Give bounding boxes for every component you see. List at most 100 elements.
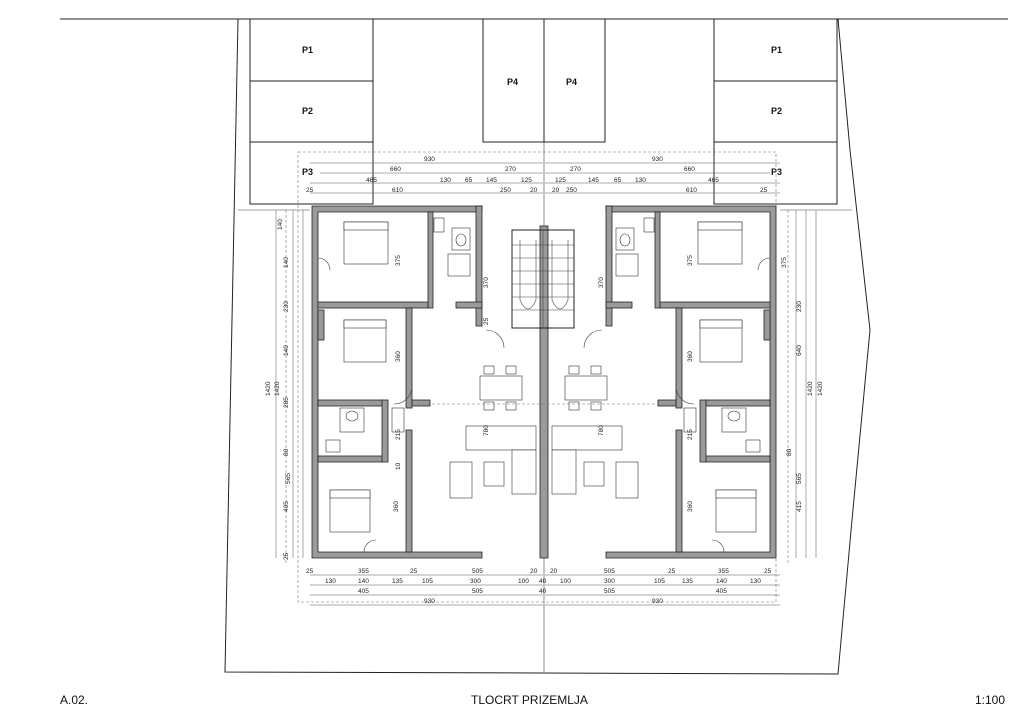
dim-left-1420: 1420 xyxy=(265,381,272,396)
dim-bot-100-right: 100 xyxy=(560,578,571,585)
dim-left-10: 10 xyxy=(395,462,402,470)
dim-top-250-right: 250 xyxy=(566,187,577,194)
dim-bot-25-right: 25 xyxy=(764,568,772,575)
dim-top-20-left: 20 xyxy=(530,187,538,194)
dim-top-270-right: 270 xyxy=(570,166,581,173)
dim-top-465-left: 465 xyxy=(366,177,377,184)
dim-left-140-top: 140 xyxy=(277,219,284,230)
dim-left-565: 565 xyxy=(285,473,292,484)
dim-bot-355-left: 355 xyxy=(358,568,369,575)
dim-center-370-right: 370 xyxy=(598,277,605,288)
dim-center-370: 370 xyxy=(483,277,490,288)
dim-left-360: 360 xyxy=(395,351,402,362)
dim-bot-505-left: 505 xyxy=(472,568,483,575)
dim-left-375: 375 xyxy=(395,255,402,266)
dim-right-360: 360 xyxy=(687,351,694,362)
dim-bot-135-right: 135 xyxy=(682,578,693,585)
dim-right-375: 375 xyxy=(687,255,694,266)
dim-left-230: 230 xyxy=(283,301,290,312)
dim-bot-135-left: 135 xyxy=(392,578,403,585)
site-boundary xyxy=(224,18,871,675)
parking-p3-right: P3 xyxy=(771,167,782,177)
dim-right-360b: 360 xyxy=(687,501,694,512)
dim-bot-930-right: 930 xyxy=(652,598,663,605)
dim-bot-20-left: 20 xyxy=(530,568,538,575)
dim-right-215: 215 xyxy=(687,429,694,440)
sheet-number: A.02. xyxy=(60,693,89,707)
dim-top-930-right: 930 xyxy=(652,156,663,163)
parking-center xyxy=(482,18,606,143)
dim-top-65-right: 65 xyxy=(614,177,622,184)
door-swings xyxy=(317,257,771,553)
dim-bot-40-b: 40 xyxy=(539,588,547,595)
dim-bot-25-right-b: 25 xyxy=(668,568,676,575)
dim-left-285: 285 xyxy=(283,397,290,408)
living-furniture xyxy=(391,365,697,499)
dim-top-660-left: 660 xyxy=(390,166,401,173)
parking-p1-right: P1 xyxy=(771,45,782,55)
dim-bot-505-right: 505 xyxy=(604,568,615,575)
dim-bot-505-left-b: 505 xyxy=(472,588,483,595)
bottom-dimension-chains xyxy=(310,574,780,606)
dim-left-140-low: 140 xyxy=(283,345,290,356)
parking-p2-right: P2 xyxy=(771,106,782,116)
dim-bot-300-left: 300 xyxy=(470,578,481,585)
dim-bot-25-left: 25 xyxy=(306,568,314,575)
dim-top-65-left: 65 xyxy=(465,177,473,184)
dim-top-250-left: 250 xyxy=(500,187,511,194)
dim-bot-130-right: 130 xyxy=(750,578,761,585)
dim-top-20-right: 20 xyxy=(552,187,560,194)
parking-p4-left: P4 xyxy=(507,77,518,87)
dim-right-565: 565 xyxy=(796,473,803,484)
dim-center-780-left: 780 xyxy=(483,425,490,436)
dim-top-145-right: 145 xyxy=(588,177,599,184)
staircase xyxy=(511,229,575,329)
drawing-scale: 1:100 xyxy=(975,693,1006,707)
dim-left-25: 25 xyxy=(283,552,290,560)
parking-p2-left: P2 xyxy=(302,106,313,116)
dim-top-130-right: 130 xyxy=(635,177,646,184)
dim-top-145-left: 145 xyxy=(486,177,497,184)
dim-right-640: 640 xyxy=(796,345,803,356)
dim-bot-405-left: 405 xyxy=(358,588,369,595)
dim-top-125-right: 125 xyxy=(555,177,566,184)
parking-p3-left: P3 xyxy=(302,167,313,177)
dim-bot-300-right: 300 xyxy=(604,578,615,585)
dim-top-610-right: 610 xyxy=(686,187,697,194)
drawing-title: TLOCRT PRIZEMLJA xyxy=(471,693,588,707)
dim-bot-105-left: 105 xyxy=(422,578,433,585)
dim-bot-140-right: 140 xyxy=(716,578,727,585)
dim-bot-130-left: 130 xyxy=(325,578,336,585)
dim-right-1420: 1420 xyxy=(807,381,814,396)
dim-top-930-left: 930 xyxy=(424,156,435,163)
dim-bot-105-right: 105 xyxy=(654,578,665,585)
dim-bot-930-left: 930 xyxy=(424,598,435,605)
dim-top-270-left: 270 xyxy=(505,166,516,173)
top-dimension-chains xyxy=(310,162,780,194)
dim-bot-25-left-b: 25 xyxy=(410,568,418,575)
dim-right-375b: 375 xyxy=(781,257,788,268)
dim-center-25: 25 xyxy=(483,317,490,325)
dim-bot-100-left: 100 xyxy=(518,578,529,585)
dim-top-660-right: 660 xyxy=(684,166,695,173)
dim-top-25-left: 25 xyxy=(306,187,314,194)
dim-left-80: 80 xyxy=(283,448,290,456)
dim-top-130-left: 130 xyxy=(440,177,451,184)
dim-top-125-left: 125 xyxy=(521,177,532,184)
dim-bot-505-right-b: 505 xyxy=(604,588,615,595)
parking-p1-left: P1 xyxy=(302,45,313,55)
dim-top-25-right: 25 xyxy=(760,187,768,194)
dim-left-405: 405 xyxy=(283,501,290,512)
dim-right-415: 415 xyxy=(796,501,803,512)
dim-left-360b: 360 xyxy=(393,501,400,512)
dim-center-780-right: 780 xyxy=(598,425,605,436)
parking-left xyxy=(249,18,374,205)
dim-bot-140-left: 140 xyxy=(358,578,369,585)
dim-bot-20-right: 20 xyxy=(550,568,558,575)
dim-left-140-mid: 140 xyxy=(283,257,290,268)
dim-right-80: 80 xyxy=(786,448,793,456)
dim-bot-355-right: 355 xyxy=(718,568,729,575)
dim-top-610-left: 610 xyxy=(392,187,403,194)
building-walls xyxy=(311,205,777,559)
